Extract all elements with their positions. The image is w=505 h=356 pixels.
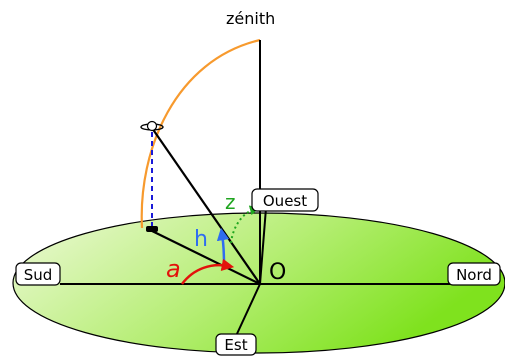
- saturn-icon: [140, 120, 164, 132]
- south-label-box: Sud: [15, 262, 61, 286]
- zenith-distance-label: z: [225, 190, 236, 214]
- south-label: Sud: [24, 266, 53, 284]
- north-label-box: Nord: [447, 262, 501, 286]
- zenith-label: zénith: [226, 9, 275, 28]
- east-label-box: Est: [215, 333, 257, 356]
- north-label: Nord: [456, 266, 492, 284]
- east-label: Est: [224, 336, 247, 354]
- origin-label: O: [269, 260, 286, 285]
- horizontal-projection-line: [147, 228, 261, 285]
- west-label: Ouest: [263, 192, 307, 210]
- azimuth-label: a: [166, 255, 181, 283]
- east-line: [235, 283, 261, 337]
- star-direction-line: [151, 127, 261, 285]
- projection-point: [146, 226, 158, 232]
- sun-path-arc: [140, 38, 261, 229]
- west-label-box: Ouest: [251, 188, 319, 212]
- azimuth-arrow: [181, 258, 235, 285]
- zenith-distance-arc: [230, 205, 260, 244]
- west-east-line: [259, 207, 267, 285]
- altitude-label: h: [194, 227, 208, 252]
